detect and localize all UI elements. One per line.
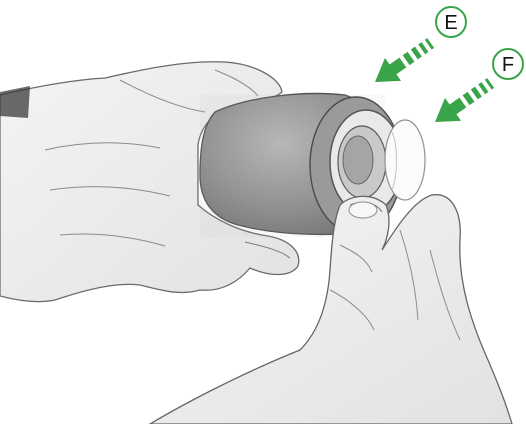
arrow-icon [367, 32, 439, 94]
callout-badge-f: F [493, 49, 523, 79]
arrow-e [367, 32, 439, 94]
callout-label-e: E [444, 12, 457, 34]
arrow-icon [427, 72, 499, 134]
callout-badge-e: E [436, 7, 466, 37]
arrow-f [427, 72, 499, 134]
callout-label-f: F [502, 54, 514, 76]
transparent-disc [385, 120, 425, 200]
